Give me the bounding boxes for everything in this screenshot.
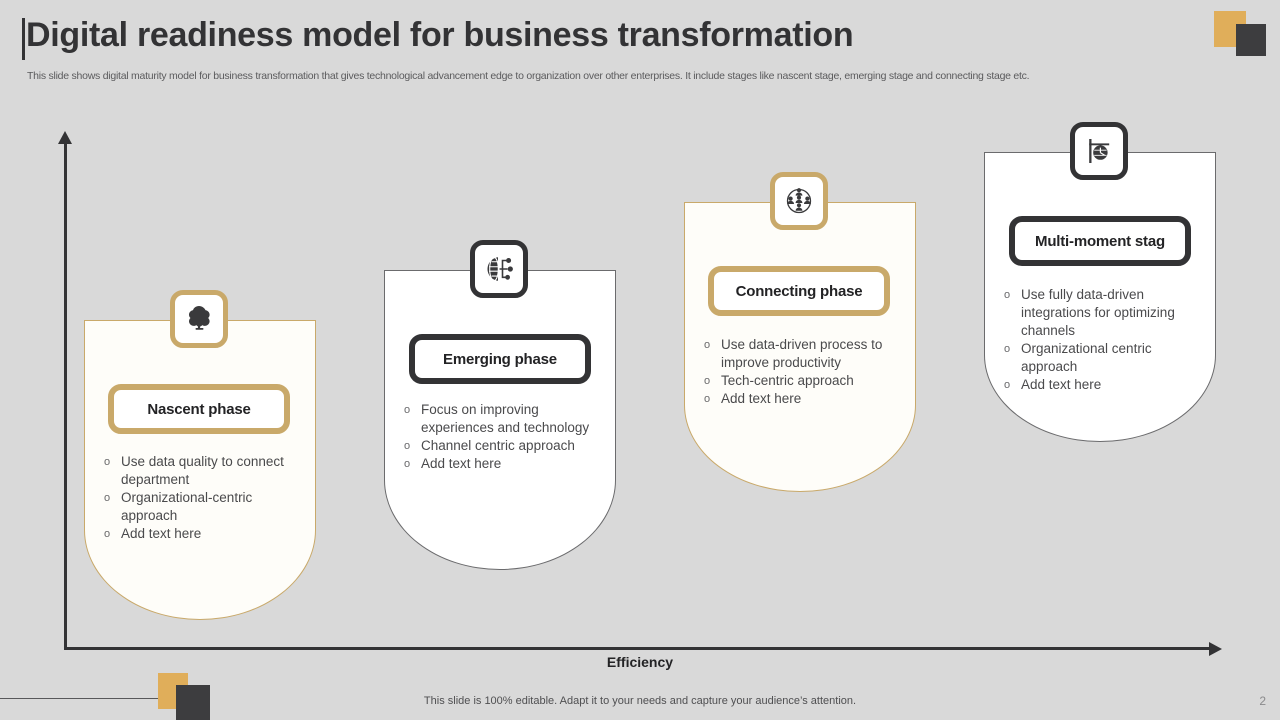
list-item: Use fully data-driven integrations for o… (1001, 286, 1201, 340)
y-axis-arrowhead (58, 131, 72, 144)
list-item: Add text here (1001, 376, 1201, 394)
stage-pill-multi-moment[interactable]: Multi-moment stag (1009, 216, 1191, 266)
decoration-line-bottom-left (0, 698, 168, 699)
list-item: Use data quality to connect department (101, 453, 291, 489)
list-item: Organizational-centric approach (101, 489, 291, 525)
list-item: Add text here (401, 455, 606, 473)
list-item: Add text here (101, 525, 291, 543)
stage-bullets-connecting: Use data-driven process to improve produ… (701, 336, 909, 408)
stage-label-emerging: Emerging phase (443, 350, 557, 368)
y-axis-line (64, 140, 67, 650)
page-subtitle: This slide shows digital maturity model … (27, 70, 1030, 82)
x-axis-line (64, 647, 1214, 650)
stage-label-multi-moment: Multi-moment stag (1035, 232, 1165, 250)
people-network-icon (770, 172, 828, 230)
stage-bullets-nascent: Use data quality to connect department O… (101, 453, 291, 543)
x-axis-arrowhead (1209, 642, 1222, 656)
stage-label-connecting: Connecting phase (735, 282, 863, 300)
decoration-square-dark-top-right (1236, 24, 1266, 56)
page-number: 2 (1259, 694, 1266, 708)
stage-bullets-multi-moment: Use fully data-driven integrations for o… (1001, 286, 1201, 394)
title-accent-rule (22, 18, 25, 60)
stage-pill-emerging[interactable]: Emerging phase (409, 334, 591, 384)
x-axis-label: Efficiency (606, 654, 674, 670)
tree-icon (170, 290, 228, 348)
clock-signpost-icon (1070, 122, 1128, 180)
decoration-square-dark-bottom-left (176, 685, 210, 720)
list-item: Channel centric approach (401, 437, 606, 455)
footer-note: This slide is 100% editable. Adapt it to… (423, 695, 857, 707)
stage-bullets-emerging: Focus on improving experiences and techn… (401, 401, 606, 473)
list-item: Organizational centric approach (1001, 340, 1201, 376)
list-item: Use data-driven process to improve produ… (701, 336, 909, 372)
stage-pill-connecting[interactable]: Connecting phase (708, 266, 890, 316)
network-globe-icon (470, 240, 528, 298)
list-item: Focus on improving experiences and techn… (401, 401, 606, 437)
list-item: Tech-centric approach (701, 372, 909, 390)
stage-pill-nascent[interactable]: Nascent phase (108, 384, 290, 434)
list-item: Add text here (701, 390, 909, 408)
page-title: Digital readiness model for business tra… (26, 16, 854, 54)
stage-label-nascent: Nascent phase (147, 400, 251, 418)
